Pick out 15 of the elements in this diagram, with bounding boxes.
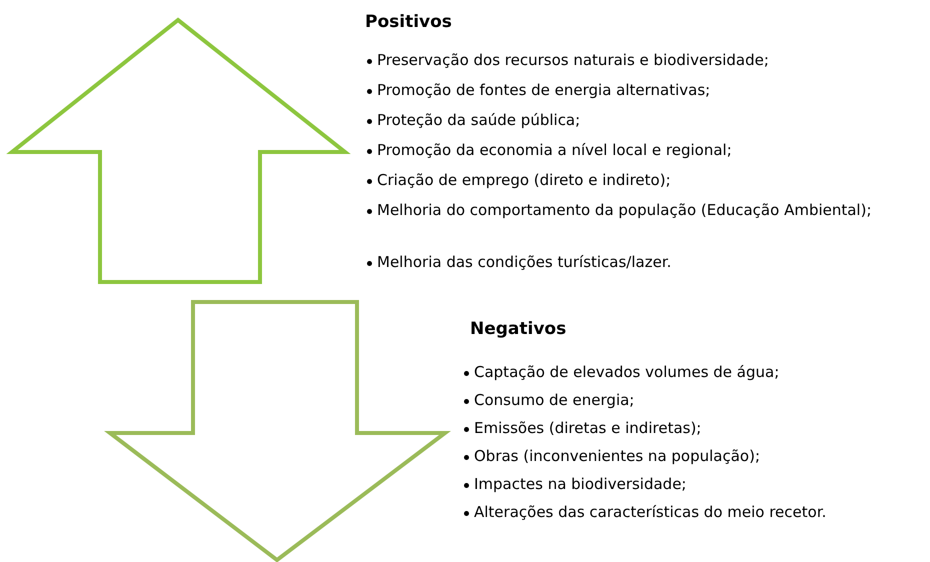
list-item: Melhoria do comportamento da população (Educação Ambiental); — [377, 200, 873, 221]
list-item: Criação de emprego (direto e indireto); — [377, 170, 672, 191]
list-item: Impactes na biodiversidade; — [474, 474, 688, 495]
list-item: Proteção da saúde pública; — [377, 110, 582, 131]
list-item: Preservação dos recursos naturais e biodiversidade; — [377, 50, 770, 71]
list-item: Emissões (diretas e indiretas); — [474, 418, 702, 439]
list-item: Promoção de fontes de energia alternativas; — [377, 80, 712, 101]
list-item: Promoção da economia a nível local e regional; — [377, 140, 733, 161]
list-item: Obras (inconvenientes na população); — [474, 446, 762, 467]
list-item: Captação de elevados volumes de água; — [474, 362, 780, 383]
list-item: Consumo de energia; — [474, 390, 636, 411]
section-heading: Positivos — [365, 12, 452, 32]
section-heading: Negativos — [470, 319, 566, 339]
list-item: Melhoria das condições turísticas/lazer. — [377, 252, 672, 273]
list-item: Alterações das características do meio recetor. — [474, 502, 828, 523]
